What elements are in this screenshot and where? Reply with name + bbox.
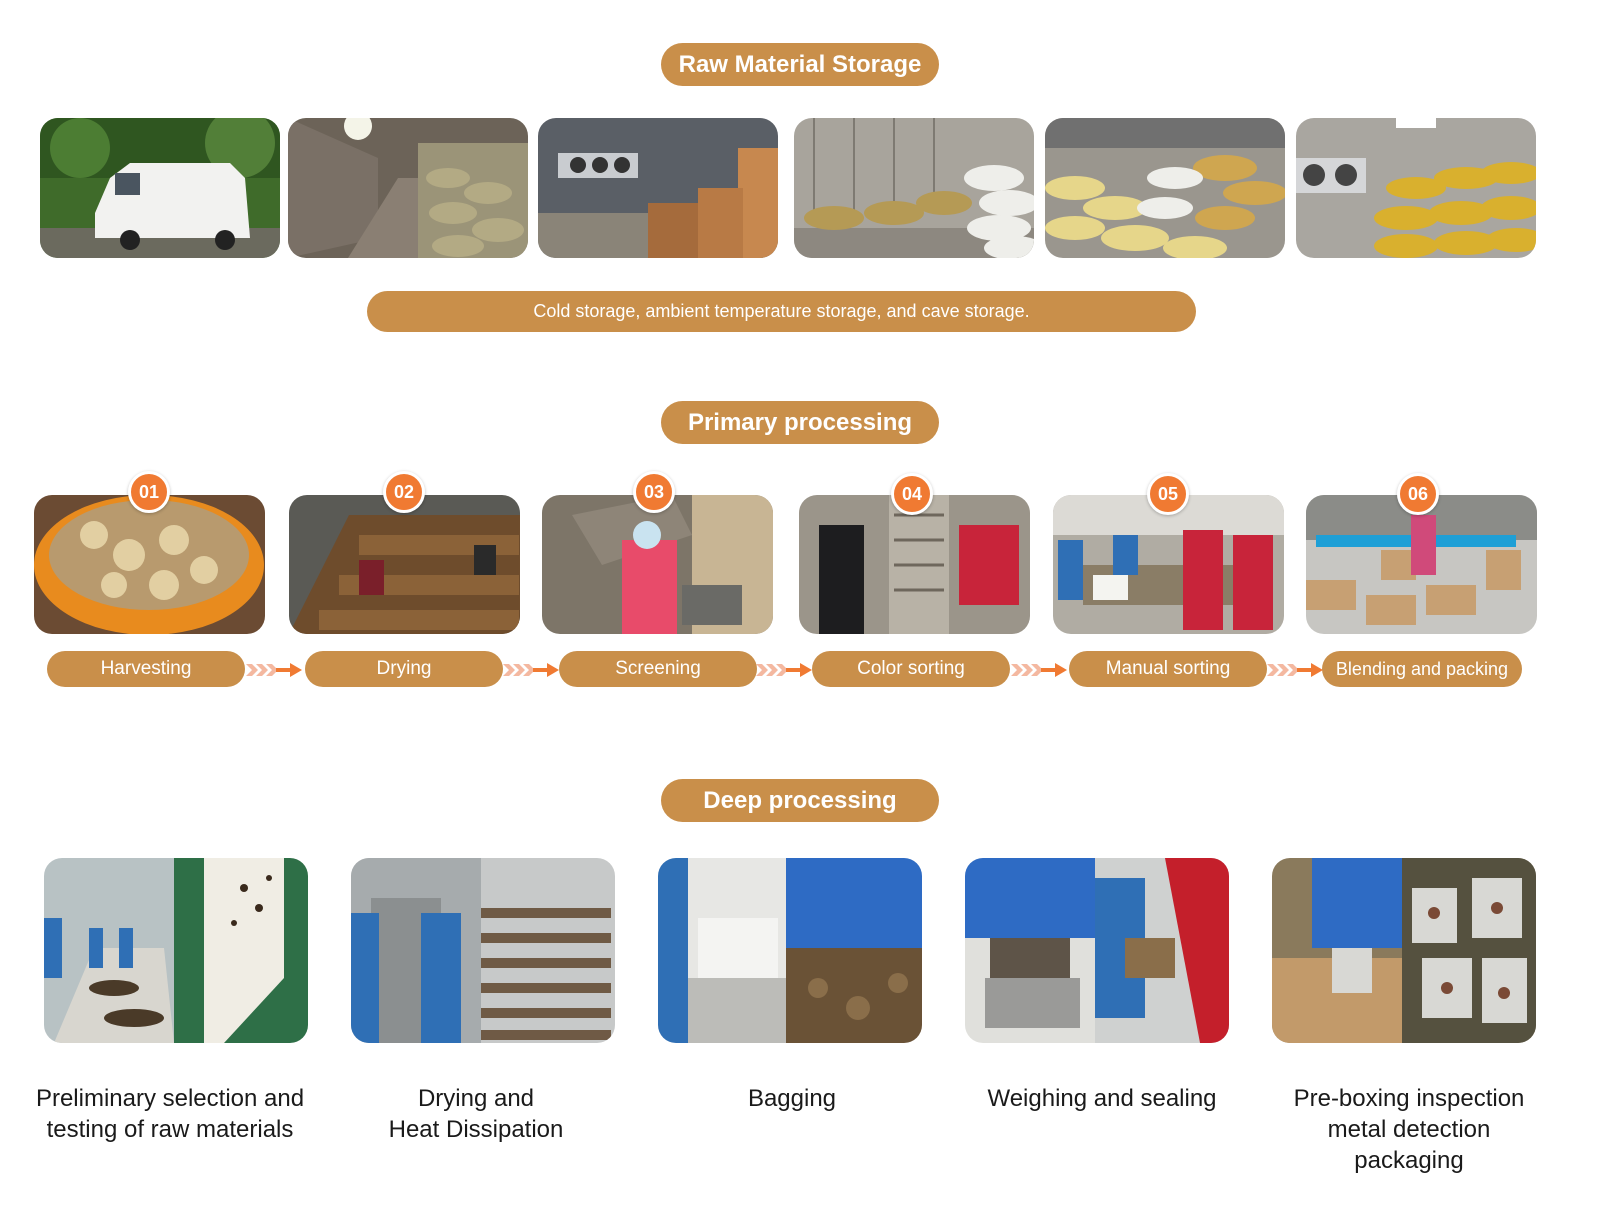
chevron-arrow-icon — [246, 660, 302, 680]
step-label-color-sorting: Color sorting — [812, 651, 1010, 687]
cold-storage-photo — [538, 118, 778, 258]
primary-processing-title: Primary processing — [661, 401, 939, 444]
chevron-arrow-icon — [1267, 660, 1323, 680]
step-number-badge: 03 — [633, 471, 675, 513]
step-number-badge: 06 — [1397, 473, 1439, 515]
raw-storage-title: Raw Material Storage — [661, 43, 939, 86]
harvesting-photo — [34, 495, 265, 634]
step-label-drying: Drying — [305, 651, 503, 687]
van-photo — [40, 118, 280, 258]
blending-packing-photo — [1306, 495, 1537, 634]
cave-storage-photo — [288, 118, 528, 258]
drying-photo — [289, 495, 520, 634]
bagging-photo — [658, 858, 922, 1043]
weighing-sealing-photo — [965, 858, 1229, 1043]
step-number-badge: 01 — [128, 471, 170, 513]
step-number-badge: 02 — [383, 471, 425, 513]
chevron-arrow-icon — [756, 660, 812, 680]
deep-step-caption-weighing-sealing: Weighing and sealing — [987, 1085, 1217, 1112]
step-number-badge: 04 — [891, 473, 933, 515]
cold-room-photo — [1296, 118, 1536, 258]
step-label-screening: Screening — [559, 651, 757, 687]
pre-boxing-inspection-photo — [1272, 858, 1536, 1043]
chevron-arrow-icon — [503, 660, 559, 680]
step-number-badge: 05 — [1147, 473, 1189, 515]
preliminary-selection-photo — [44, 858, 308, 1043]
storage-caption: Cold storage, ambient temperature storag… — [367, 291, 1196, 332]
step-label-blending-packing: Blending and packing — [1322, 651, 1522, 687]
deep-step-caption-bagging: Bagging — [747, 1085, 837, 1112]
yellow-sacks-photo — [1045, 118, 1285, 258]
deep-step-caption-drying: Drying and Heat Dissipation — [388, 1085, 564, 1143]
chevron-arrow-icon — [1011, 660, 1067, 680]
screening-photo — [542, 495, 773, 634]
deep-step-caption-preliminary-selection: Preliminary selection and testing of raw… — [35, 1085, 305, 1143]
deep-processing-title: Deep processing — [661, 779, 939, 822]
drying-heat-dissipation-photo — [351, 858, 615, 1043]
deep-step-caption-pre-boxing: Pre-boxing inspection metal detection pa… — [1293, 1085, 1525, 1174]
manual-sorting-photo — [1053, 495, 1284, 634]
color-sorting-photo — [799, 495, 1030, 634]
step-label-harvesting: Harvesting — [47, 651, 245, 687]
warehouse-sacks-photo — [794, 118, 1034, 258]
step-label-manual-sorting: Manual sorting — [1069, 651, 1267, 687]
